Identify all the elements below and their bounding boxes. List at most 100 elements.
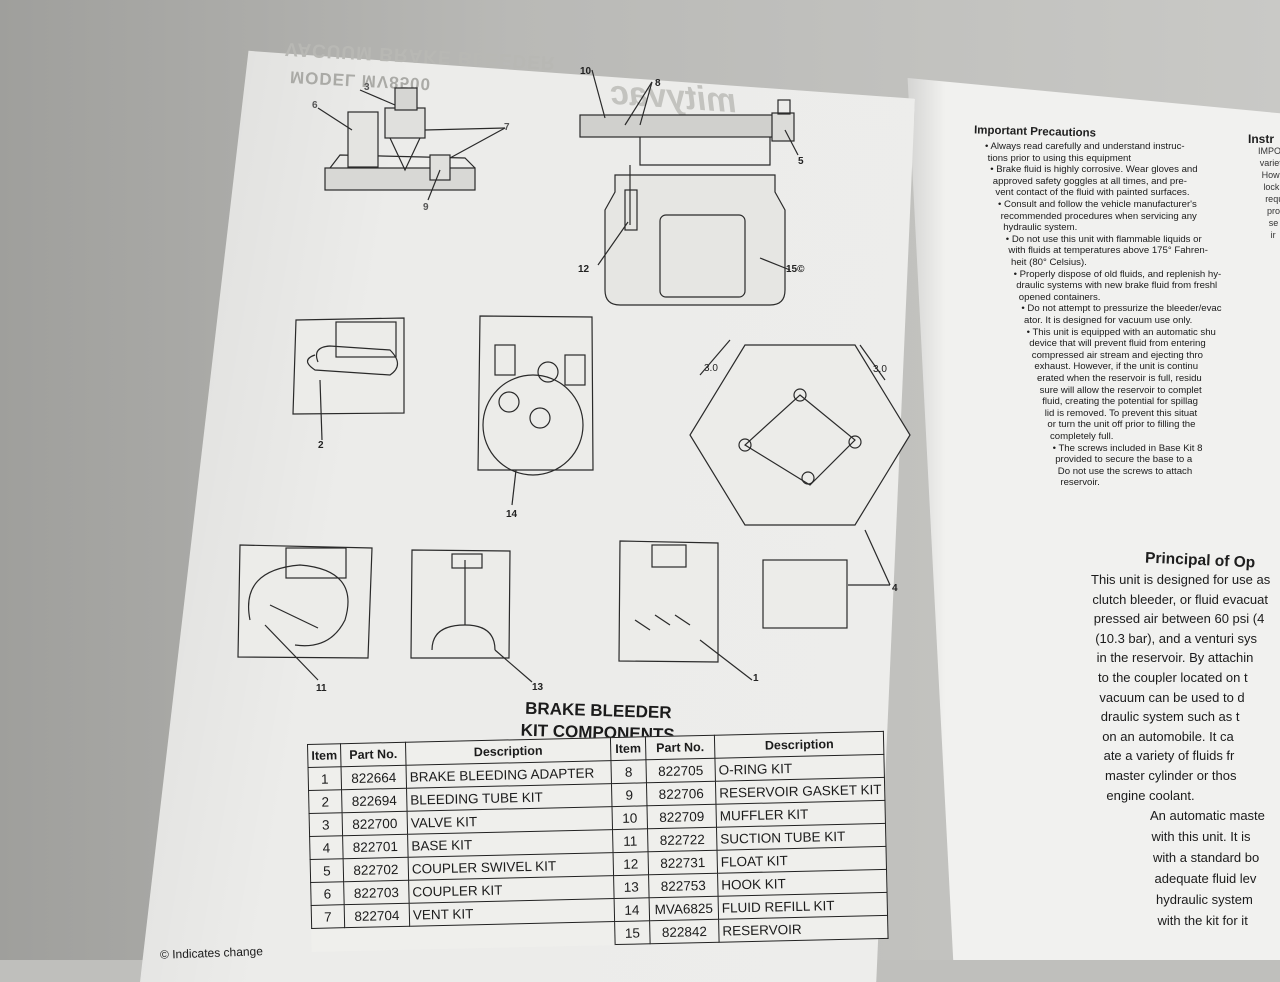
precaution-lines-line: • Always read carefully and understand i…	[985, 141, 1185, 152]
reservoir-assembly-drawing	[579, 69, 799, 306]
principal-lines-line: This unit is designed for use as	[1091, 572, 1271, 587]
cell-item: 9	[611, 782, 647, 807]
principal-lines-line: pressed air between 60 psi (4	[1093, 611, 1265, 627]
callout-14: 14	[506, 509, 518, 520]
cell-part: 822753	[648, 873, 719, 898]
cell-item: 5	[310, 858, 344, 883]
header-item-2: Item	[610, 736, 646, 761]
dimension-right: 3.0	[873, 364, 887, 375]
instructions-lines-line: pro	[1267, 206, 1280, 216]
instructions-lines-line: Howe	[1261, 170, 1280, 180]
callout-8: 8	[655, 78, 661, 89]
principal-lines-line: draulic system such as t	[1100, 709, 1240, 725]
kit-components-table: Item Part No. Description Item Part No. …	[307, 730, 889, 952]
callout-1: 1	[753, 673, 759, 684]
precaution-lines-line: approved safety goggles at all times, an…	[992, 175, 1187, 187]
principal-lines-line: to the coupler located on t	[1098, 670, 1248, 685]
cell-item: 7	[311, 904, 345, 929]
precaution-lines-line: tions prior to using this equipment	[987, 152, 1132, 164]
callout-4: 4	[892, 583, 898, 594]
precaution-lines-line: heit (80° Celsius).	[1011, 257, 1087, 268]
precaution-lines-line: sure will allow the reservoir to complet	[1039, 384, 1202, 396]
header-part-no: Part No.	[340, 742, 407, 767]
cell-item: 13	[613, 874, 650, 899]
precaution-lines-line: device that will prevent fluid from ente…	[1029, 338, 1206, 350]
callout-10: 10	[580, 66, 592, 77]
cell-item: 2	[308, 789, 343, 814]
cell-part: 822842	[649, 919, 720, 944]
cell-item	[312, 928, 346, 952]
auto-lines-line: An automatic maste	[1150, 808, 1265, 823]
cell-part: 822709	[646, 804, 717, 829]
callout-2: 2	[318, 440, 324, 451]
instructions-lines-line: lock	[1263, 182, 1280, 192]
precaution-lines-line: ator. It is designed for vacuum use only…	[1024, 315, 1193, 326]
precaution-lines-line: • Brake fluid is highly corrosive. Wear …	[990, 164, 1198, 176]
cell-item: 1	[308, 766, 342, 791]
principal-lines-line: engine coolant.	[1106, 787, 1195, 803]
cell-item: 15	[614, 920, 651, 945]
dimension-left: 3.0	[704, 363, 718, 374]
callout-5: 5	[798, 156, 804, 167]
cell-desc: RESERVOIR	[718, 915, 889, 943]
cell-desc	[409, 921, 616, 950]
auto-lines-line: hydraulic system	[1156, 892, 1253, 907]
precaution-lines-line: • The screws included in Base Kit 8	[1052, 442, 1203, 454]
header-item: Item	[307, 743, 342, 768]
precaution-lines-line: • Do not use this unit with flammable li…	[1005, 233, 1202, 245]
precaution-lines-line: • This unit is equipped with an automati…	[1026, 326, 1216, 338]
cell-item: 12	[613, 851, 649, 876]
principal-lines-line: vacuum can be used to d	[1099, 689, 1245, 705]
principal-lines-line: in the reservoir. By attachin	[1096, 650, 1254, 666]
callout-12: 12	[578, 264, 590, 275]
instructions-lines-line: variety	[1259, 158, 1280, 168]
precaution-lines-line: • Properly dispose of old fluids, and re…	[1013, 268, 1222, 280]
callout-7: 7	[504, 122, 510, 133]
precaution-lines-line: exhaust. However, if the unit is continu	[1034, 361, 1199, 373]
cell-part: 822731	[648, 850, 718, 875]
auto-lines-line: adequate fluid lev	[1154, 871, 1257, 886]
instructions-lines-line: requ	[1265, 194, 1280, 204]
base-kit-drawing	[689, 339, 911, 629]
precaution-lines-line: hydraulic system.	[1003, 222, 1078, 234]
cell-part: 822703	[343, 880, 410, 905]
callout-3: 3	[364, 82, 370, 93]
principal-lines-line: ate a variety of fluids fr	[1103, 748, 1235, 764]
auto-lines-line: with a standard bo	[1153, 850, 1260, 865]
precaution-lines-line: reservoir.	[1060, 477, 1100, 489]
brake-adapter-drawing	[618, 540, 753, 681]
parts-diagram	[237, 69, 911, 683]
auto-lines-line: with this unit. It is	[1151, 829, 1251, 844]
precaution-lines-line: • Consult and follow the vehicle manufac…	[998, 199, 1197, 210]
right-page	[907, 78, 1280, 960]
small-assembly-drawing	[317, 87, 506, 201]
cell-item: 6	[310, 881, 345, 906]
callout-15: 15©	[786, 264, 805, 275]
cell-part: 822702	[343, 857, 409, 882]
precaution-lines-line: lid is removed. To prevent this situat	[1044, 407, 1198, 419]
instructions-lines-line: se	[1268, 218, 1279, 228]
precaution-lines-line: erated when the reservoir is full, resid…	[1037, 373, 1202, 384]
precaution-lines-line: vent contact of the fluid with painted s…	[995, 187, 1190, 199]
cell-item: 3	[309, 812, 343, 837]
cell-part: 822722	[647, 827, 718, 852]
precaution-lines-line: or turn the unit off prior to filling th…	[1047, 419, 1196, 431]
precaution-lines-line: compressed air stream and ejecting thro	[1031, 349, 1203, 361]
principal-lines-line: master cylinder or thos	[1105, 768, 1237, 783]
cell-item: 11	[612, 828, 649, 853]
cell-part: 822694	[341, 788, 408, 813]
cell-part: 822706	[646, 781, 716, 806]
cell-item: 10	[611, 805, 648, 830]
cell-part: MVA6825	[649, 896, 719, 921]
precaution-lines-line: • Do not attempt to pressurize the bleed…	[1021, 303, 1222, 315]
precaution-lines-line: fluid, creating the potential for spilla…	[1042, 396, 1198, 408]
precaution-lines-line: opened containers.	[1018, 291, 1101, 303]
hook-drawing	[410, 549, 533, 683]
cell-part	[345, 926, 411, 950]
cell-part: 822701	[342, 834, 409, 859]
precaution-lines-line: provided to secure the base to a	[1055, 454, 1193, 466]
cell-part: 822704	[344, 903, 410, 928]
suction-tube-drawing	[237, 544, 373, 681]
auto-lines-line: with the kit for it	[1157, 913, 1248, 928]
precaution-lines-line: completely full.	[1050, 431, 1114, 442]
